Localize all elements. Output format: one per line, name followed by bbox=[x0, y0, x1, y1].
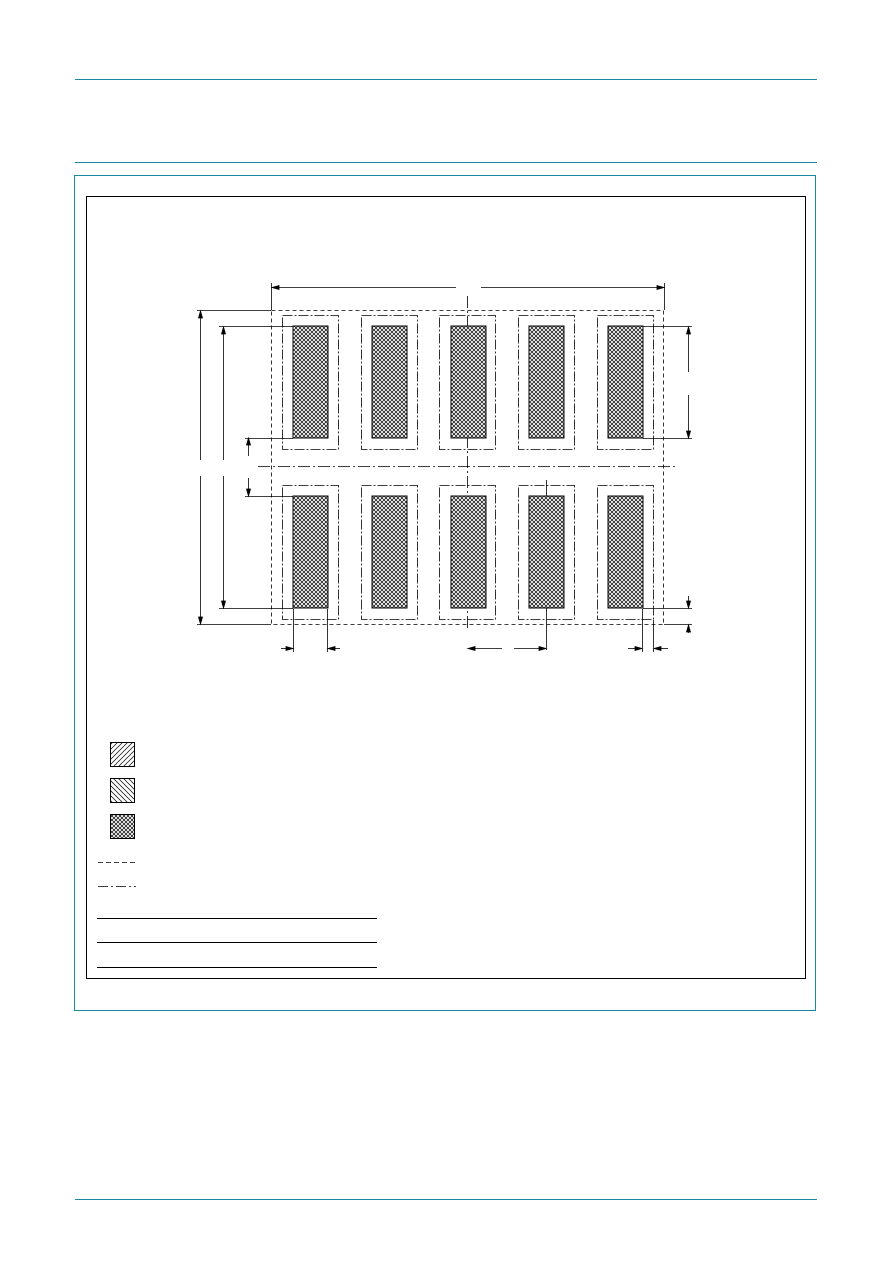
pad bbox=[450, 325, 487, 439]
pad-solder-resist bbox=[518, 485, 575, 620]
pad-solder-resist bbox=[518, 315, 575, 450]
solder-paste-hatch-icon bbox=[110, 778, 135, 803]
pad bbox=[371, 325, 408, 439]
pad bbox=[371, 495, 408, 609]
pad bbox=[528, 495, 565, 609]
drawing-border bbox=[86, 196, 806, 979]
pad-row-top bbox=[282, 315, 654, 450]
pad-solder-resist bbox=[597, 315, 654, 450]
pad-solder-resist bbox=[282, 315, 339, 450]
footer-rule bbox=[75, 1199, 817, 1200]
pad-solder-resist bbox=[597, 485, 654, 620]
pad bbox=[450, 495, 487, 609]
figure-frame bbox=[74, 175, 816, 1011]
pad bbox=[292, 495, 329, 609]
pad-row-bottom bbox=[282, 485, 654, 620]
legend bbox=[98, 742, 136, 887]
top-rule bbox=[75, 79, 817, 80]
pad bbox=[607, 495, 644, 609]
pad-solder-resist bbox=[282, 485, 339, 620]
occupied-area-outline bbox=[271, 310, 664, 625]
pad bbox=[607, 325, 644, 439]
dimension-lines bbox=[197, 283, 692, 652]
header-rule bbox=[75, 162, 817, 163]
pad-solder-resist bbox=[439, 315, 496, 450]
pad-solder-resist bbox=[361, 315, 418, 450]
pad-solder-resist bbox=[439, 485, 496, 620]
solder-land-hatch-icon bbox=[110, 742, 135, 767]
pad bbox=[528, 325, 565, 439]
notes-rules bbox=[97, 918, 377, 968]
pad-solder-resist bbox=[361, 485, 418, 620]
occupied-area-crosshatch-icon bbox=[110, 814, 135, 839]
pad bbox=[292, 325, 329, 439]
